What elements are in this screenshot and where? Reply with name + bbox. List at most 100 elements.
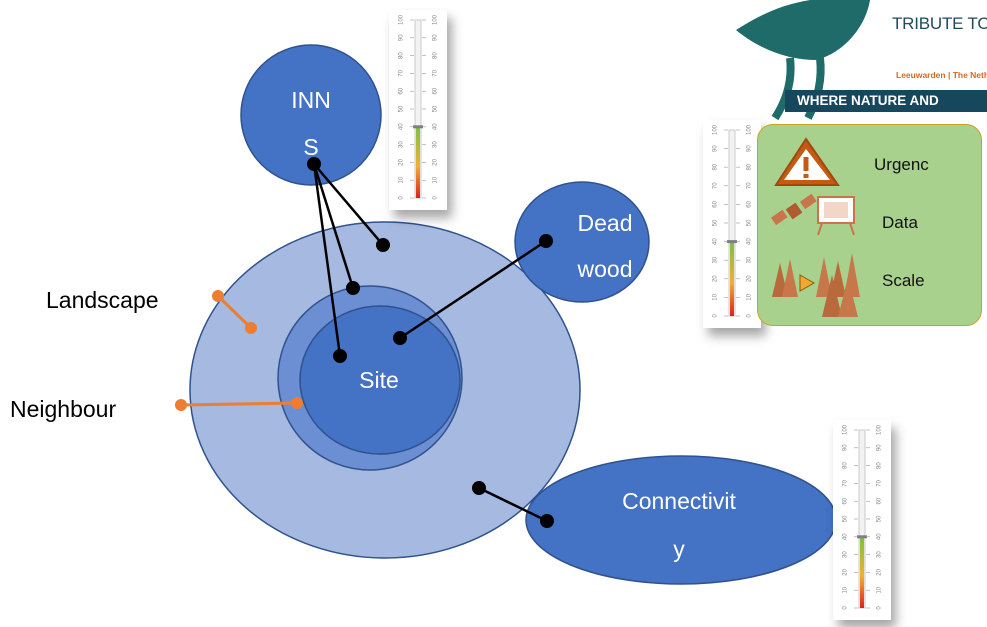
- event-logo: TRIBUTE TO O Leeuwarden | The Neth WHERE…: [720, 0, 987, 120]
- gauge-tick-label: 80: [843, 462, 849, 469]
- gauge-tick-label: 60: [747, 200, 753, 207]
- gauge-tick-label: 10: [433, 176, 439, 183]
- gauge-tick-label: 20: [877, 568, 883, 575]
- gauge-tick-label: 80: [747, 163, 753, 170]
- deadwood-label-line1: Dead: [578, 210, 633, 236]
- gauge-tick-label: 30: [713, 256, 719, 263]
- gauge-tick-label: 0: [399, 196, 405, 200]
- logo-banner: WHERE NATURE AND: [785, 90, 987, 112]
- gauge-tick-label: 10: [747, 293, 753, 300]
- gauge-tick-label: 0: [747, 314, 753, 318]
- legend-scale: Scale: [882, 271, 925, 290]
- connectivity-label-line2: y: [673, 536, 685, 562]
- gauge-tick-label: 60: [433, 87, 439, 94]
- gauge-tick-label: 20: [747, 275, 753, 282]
- gauge-tick-label: 80: [399, 52, 405, 59]
- deadwood-node: [514, 181, 650, 303]
- gauge-fill: [416, 126, 420, 198]
- connectors: [312, 163, 548, 523]
- gauge-tick-label: 0: [843, 606, 849, 610]
- gauge-tick-label: 100: [877, 424, 883, 435]
- legend-data: Data: [882, 213, 918, 232]
- gauge-tick-label: 90: [877, 444, 883, 451]
- connectivity-node: [525, 455, 837, 585]
- gauge-tick-label: 50: [713, 219, 719, 226]
- gauge-tick-label: 30: [433, 141, 439, 148]
- gauge-tick-label: 40: [399, 123, 405, 130]
- gauge-tick-label: 70: [843, 479, 849, 486]
- connectivity-label-line1: Connectivit: [622, 488, 736, 514]
- gauge-tick-label: 0: [713, 314, 719, 318]
- inns-node: [240, 44, 382, 186]
- gauge-tick-label: 60: [713, 200, 719, 207]
- gauge-tick-label: 40: [713, 238, 719, 245]
- landscape-pointer: [216, 294, 253, 330]
- gauge-tick-label: 100: [747, 124, 753, 135]
- gauge-tick-label: 50: [433, 105, 439, 112]
- gauge-tick-label: 100: [713, 124, 719, 135]
- gauge-tick-label: 40: [843, 533, 849, 540]
- gauge-tick-label: 0: [433, 196, 439, 200]
- gauge-marker: [857, 535, 867, 539]
- deadwood-to-site-connector: [399, 239, 547, 340]
- connector-dots: [307, 157, 554, 528]
- gauge-tick-label: 90: [399, 34, 405, 41]
- inns-to-landscape-connector: [313, 163, 384, 246]
- gauge-tick-label: 10: [877, 586, 883, 593]
- gauge-tick-label: 50: [877, 515, 883, 522]
- gauge-tick-label: 70: [433, 69, 439, 76]
- neighbour-label: Neighbour: [10, 396, 116, 422]
- gauge-tick-label: 40: [433, 123, 439, 130]
- inns-to-neighbour-connector: [312, 163, 355, 289]
- logo-city-text: Leeuwarden | The Neth: [896, 70, 987, 80]
- gauge-tick-label: 20: [843, 568, 849, 575]
- inns-label-line1: INN: [291, 87, 331, 113]
- inns-to-site-connector: [312, 163, 342, 357]
- gauge-tick-label: 20: [713, 275, 719, 282]
- gauge-marker: [727, 240, 737, 244]
- deadwood-label-line2: wood: [577, 256, 633, 282]
- gauge-tick-label: 90: [747, 145, 753, 152]
- gauge-tick-label: 20: [399, 158, 405, 165]
- gauge-tick-label: 60: [843, 497, 849, 504]
- landscape-label: Landscape: [46, 287, 159, 313]
- trees-scale-icon: [772, 253, 860, 317]
- gauge-marker: [413, 125, 423, 129]
- gauge-tick-label: 90: [713, 145, 719, 152]
- gauge-tick-label: 90: [433, 34, 439, 41]
- gauge-tick-label: 70: [747, 182, 753, 189]
- heron-logo-icon: [736, 0, 870, 120]
- inns-label-line2: S: [303, 134, 318, 160]
- criteria-legend: Urgenc y Data Scale: [757, 124, 982, 326]
- satellite-icon: [770, 193, 855, 236]
- gauge-tick-label: 50: [843, 515, 849, 522]
- gauge-tick-label: 80: [877, 462, 883, 469]
- site-label: Site: [359, 367, 399, 393]
- gauge-tick-label: 60: [877, 497, 883, 504]
- logo-tribute-text: TRIBUTE TO O: [892, 14, 987, 33]
- gauge-tick-label: 80: [433, 52, 439, 59]
- label-pointers: [175, 290, 303, 411]
- gauge-tick-label: 80: [713, 163, 719, 170]
- gauge-tick-label: 100: [843, 424, 849, 435]
- warning-icon: [774, 137, 840, 186]
- gauge-tick-label: 70: [399, 69, 405, 76]
- gauge-tick-label: 10: [399, 176, 405, 183]
- gauge-tick-label: 30: [399, 141, 405, 148]
- gauge-tick-label: 30: [843, 551, 849, 558]
- gauge-tick-label: 100: [399, 14, 405, 25]
- gauge-fill: [860, 536, 864, 608]
- gauge-tick-label: 100: [433, 14, 439, 25]
- connectivity-to-landscape-connector: [478, 486, 548, 523]
- legend-urgency: Urgenc y: [874, 155, 929, 177]
- gauge-tick-label: 40: [877, 533, 883, 540]
- gauge-tick-label: 90: [843, 444, 849, 451]
- gauge-fill: [730, 241, 734, 316]
- neighbour-pointer: [180, 401, 298, 407]
- gauge-tick-label: 70: [877, 479, 883, 486]
- gauge-tick-label: 70: [713, 182, 719, 189]
